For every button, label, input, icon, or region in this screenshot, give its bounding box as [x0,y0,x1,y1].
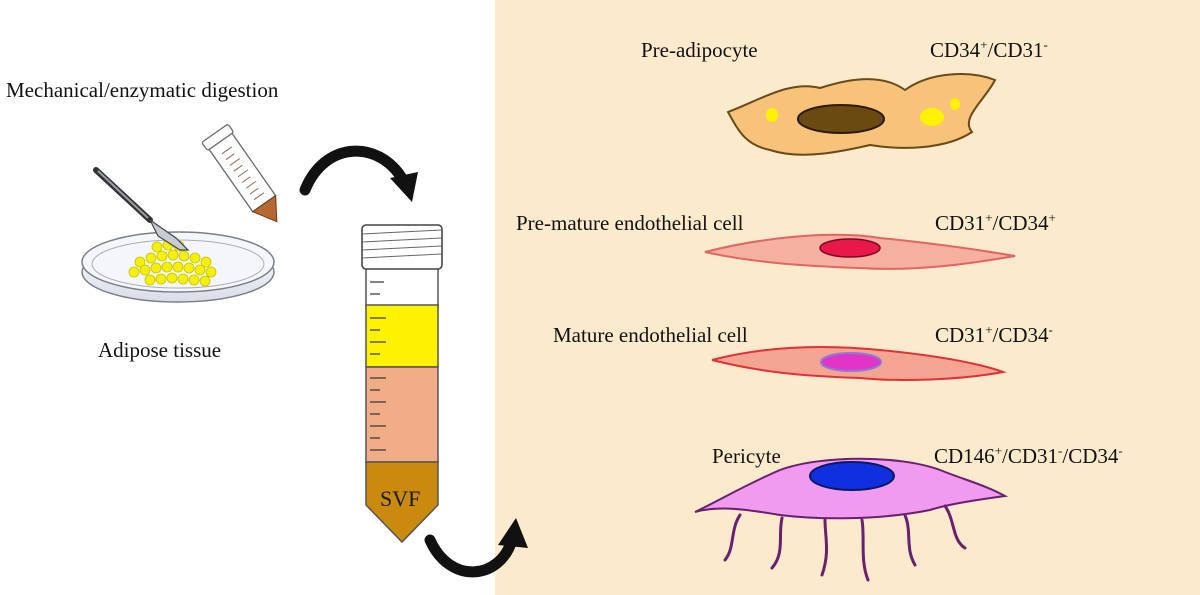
digestion-label: Mechanical/enzymatic digestion [6,78,279,102]
cell-marker: CD31+/CD34- [935,322,1053,347]
cell-marker: CD146+/CD31-/CD34- [934,443,1123,468]
marker-sign: + [1048,210,1056,225]
curved-arrow-1 [299,145,418,202]
curved-arrow-2 [424,518,528,578]
marker-sign: - [1048,322,1053,337]
marker-sign: + [994,443,1003,458]
adipose-tissue-label: Adipose tissue [98,338,222,362]
marker-part: /CD34 [992,211,1049,235]
marker-part: /CD34 [1062,444,1119,468]
cell-name: Pre-adipocyte [641,38,758,62]
adipose-tissue-blobs [128,239,217,287]
cell-name: Pericyte [712,444,781,468]
marker-part: /CD34 [992,323,1049,347]
mature-endothelial-cell [711,346,1007,381]
marker-part: CD31 [935,323,986,347]
marker-part: CD31 [935,211,986,235]
marker-sign: - [1058,443,1063,458]
cell-marker: CD34+/CD31- [930,37,1048,62]
marker-sign: + [985,210,993,225]
pericyte-cell [694,457,1009,582]
marker-part: CD34 [930,38,981,62]
conical-tube-icon [201,124,278,223]
pre-mature-endothelial-cell [704,233,1016,270]
pre-adipocyte-cell [726,73,997,156]
cell-name: Mature endothelial cell [553,323,748,347]
marker-part: CD146 [934,444,995,468]
marker-part: /CD31 [987,38,1044,62]
scalpel-icon [93,167,190,251]
cell-marker: CD31+/CD34+ [935,210,1056,235]
svf-tube [361,224,443,544]
marker-part: /CD31 [1002,444,1059,468]
marker-sign: + [980,37,988,52]
marker-sign: + [985,322,993,337]
marker-sign: - [1118,443,1123,458]
cell-name: Pre-mature endothelial cell [516,211,744,235]
svf-label: SVF [380,486,421,511]
marker-sign: - [1043,37,1048,52]
